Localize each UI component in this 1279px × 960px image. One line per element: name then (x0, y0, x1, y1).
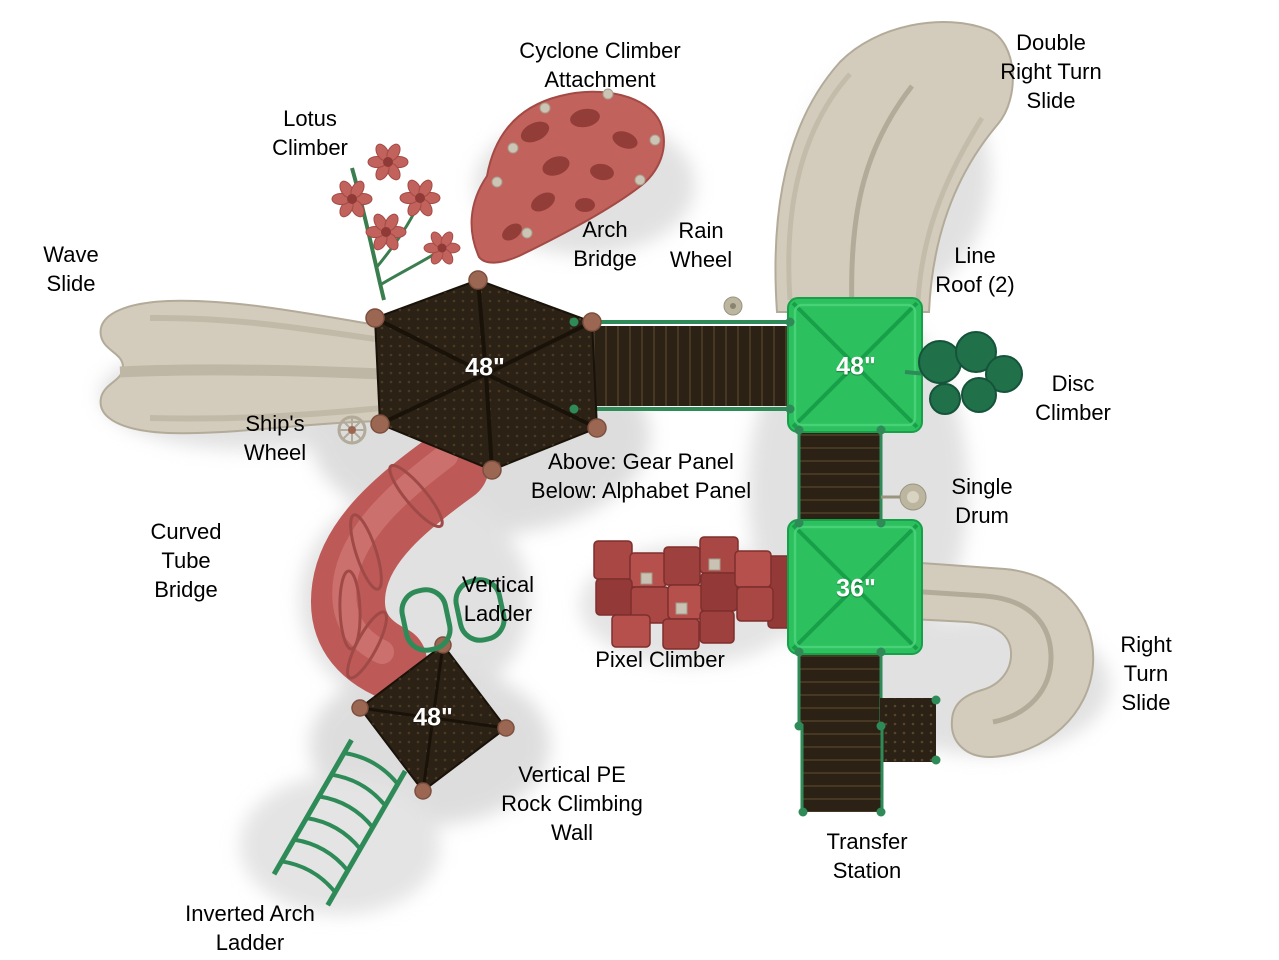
curved-tube-bridge (311, 429, 491, 699)
wave-slide (99, 299, 383, 435)
right-turn-slide (892, 559, 1095, 759)
cyclone-climber-attachment (470, 88, 665, 264)
lotus-climber (331, 141, 461, 301)
vertical-ladder (399, 577, 507, 653)
ships-wheel (337, 415, 367, 445)
rain-wheel (723, 296, 743, 316)
pixel-climber (593, 536, 797, 650)
transfer-station (800, 698, 936, 812)
small-roof-48 (351, 636, 515, 800)
green-roof-36 (787, 519, 923, 655)
single-drum (881, 483, 927, 511)
arch-bridge (572, 320, 792, 411)
ramp-walkway-upper (797, 430, 883, 522)
inverted-arch-ladder (271, 738, 408, 907)
ramp-walkway-lower (797, 652, 883, 726)
disc-climber (904, 331, 1023, 415)
support-posts (569, 317, 941, 817)
green-roof-48 (787, 297, 923, 433)
hex-roof-48 (365, 270, 607, 480)
double-right-turn-slide (774, 21, 1014, 313)
